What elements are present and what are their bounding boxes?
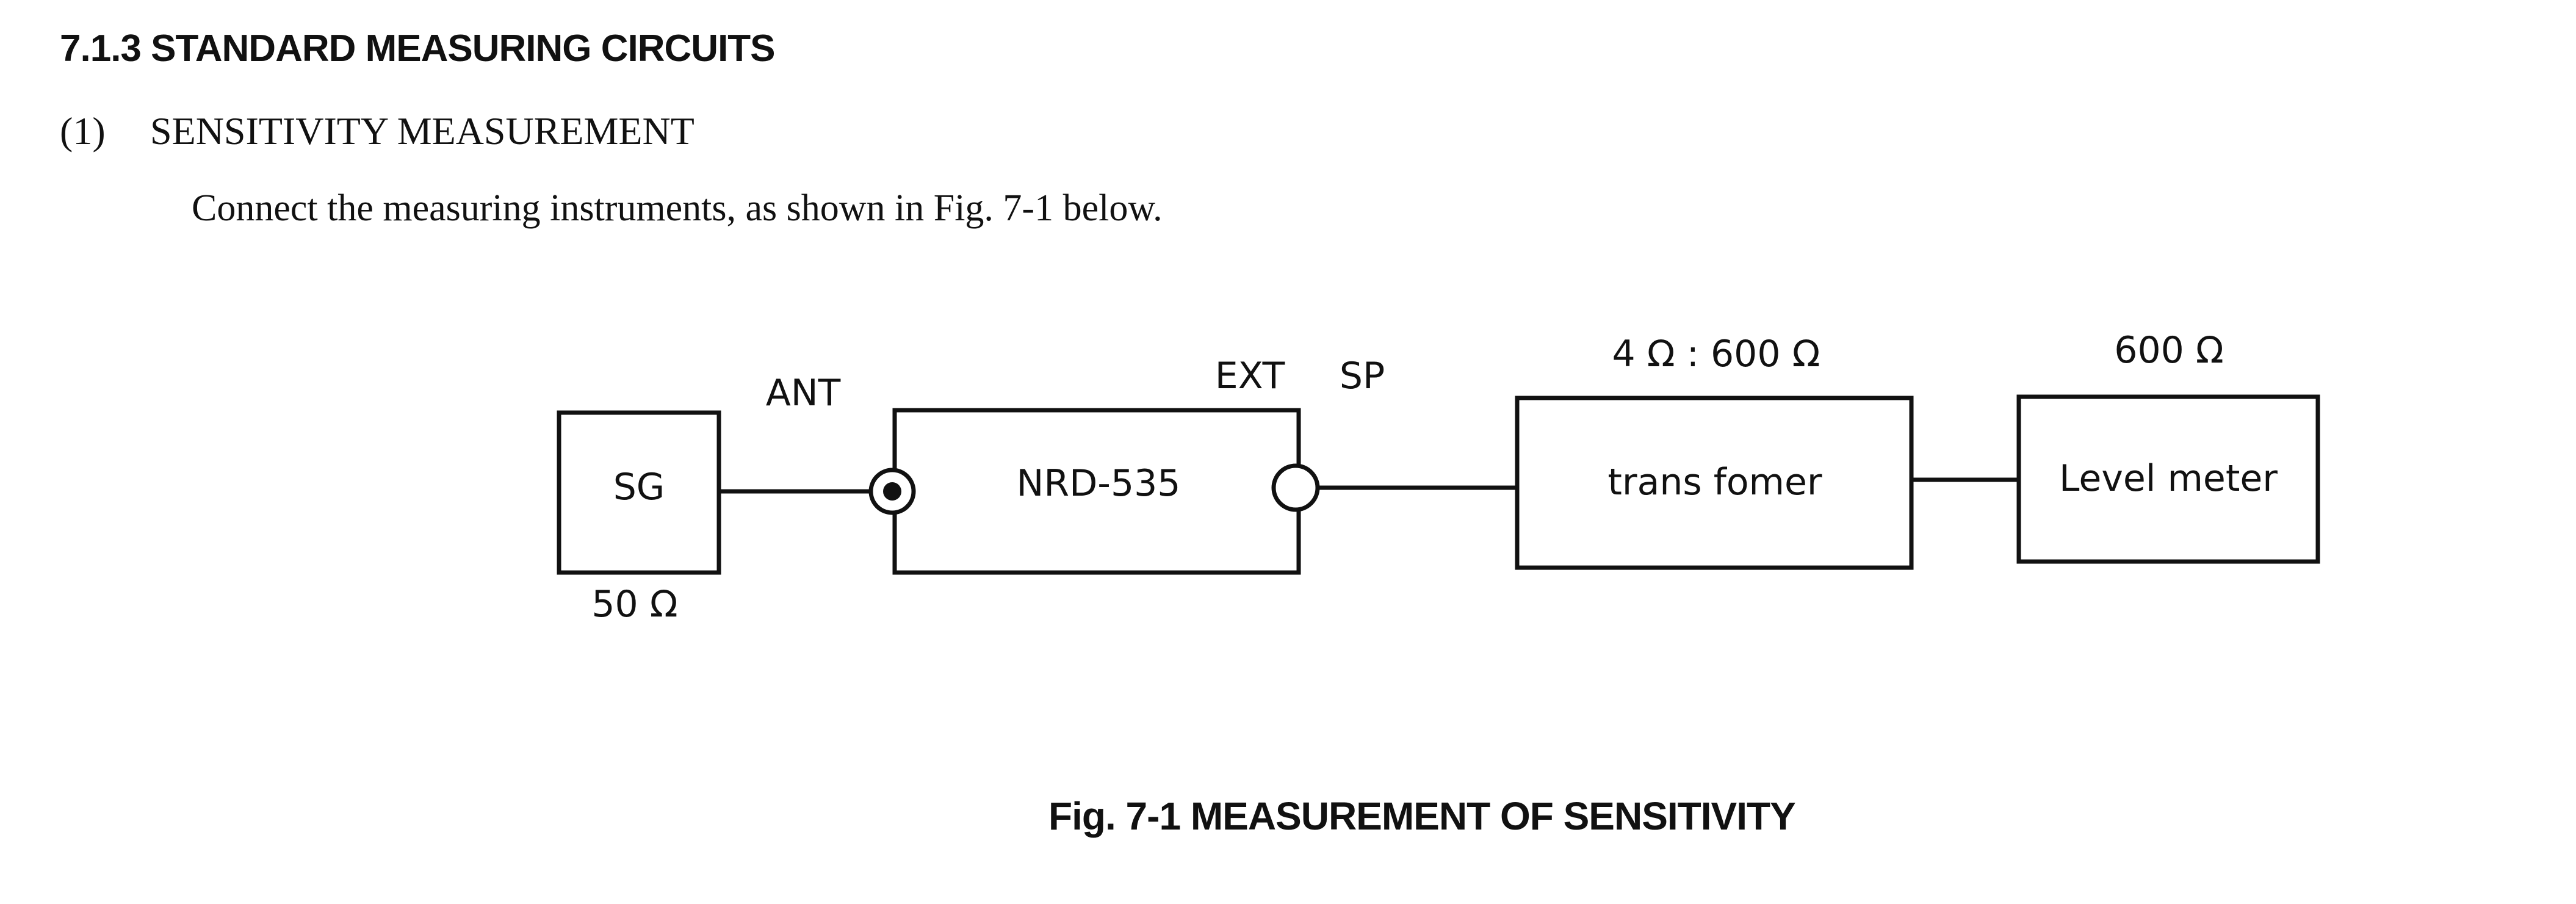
sp-connector-icon: [1271, 463, 1320, 512]
ant-label: ANT: [766, 372, 841, 414]
figure-caption: Fig. 7-1 MEASUREMENT OF SENSITIVITY: [1048, 794, 1796, 838]
subsection-title: SENSITIVITY MEASUREMENT: [150, 109, 695, 153]
transformer-ratio-label: 4 Ω : 600 Ω: [1612, 333, 1820, 375]
sp-label: SP: [1340, 355, 1385, 397]
receiver-label: NRD-535: [1017, 462, 1181, 505]
sg-label: SG: [613, 466, 665, 508]
transformer-label: trans fomer: [1607, 461, 1822, 504]
instruction-text: Connect the measuring instruments, as sh…: [192, 187, 1163, 229]
ext-label: EXT: [1215, 355, 1285, 397]
transformer-block: [1515, 396, 1914, 570]
ant-connector-center: [883, 482, 901, 501]
subsection-heading: (1) SENSITIVITY MEASUREMENT: [60, 109, 695, 154]
meter-impedance-label: 600 Ω: [2114, 329, 2223, 372]
sg-impedance-label: 50 Ω: [591, 583, 677, 626]
section-heading: 7.1.3 STANDARD MEASURING CIRCUITS: [60, 27, 776, 70]
level-meter-label: Level meter: [2059, 457, 2278, 500]
subsection-number: (1): [60, 109, 106, 153]
